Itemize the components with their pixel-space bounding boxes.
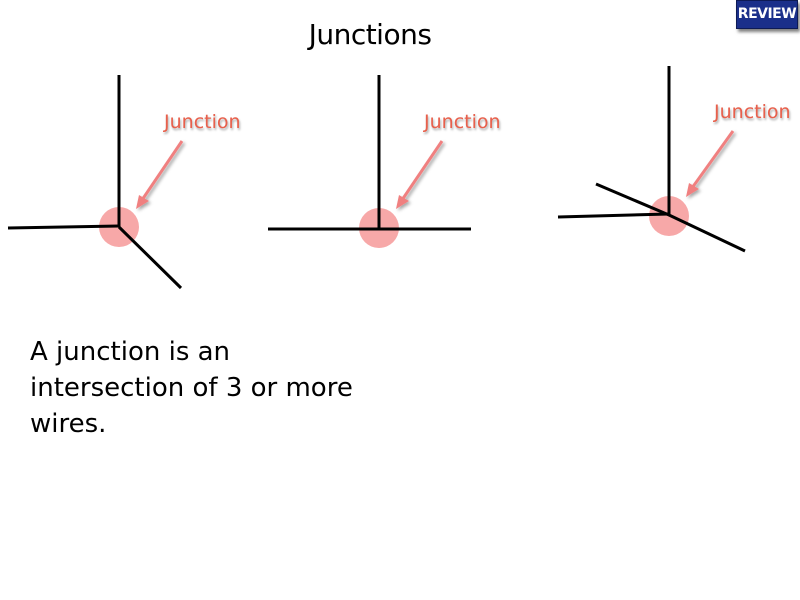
arrow-icon xyxy=(396,140,444,209)
definition-text: A junction is an intersection of 3 or mo… xyxy=(30,337,353,439)
junction-label-2: Junction xyxy=(424,111,501,133)
arrow-icon xyxy=(136,140,184,209)
review-badge: REVIEW xyxy=(736,0,798,29)
junction-diagram-2 xyxy=(268,75,471,248)
junction-diagram-3 xyxy=(557,66,746,253)
wire xyxy=(595,182,670,217)
wire xyxy=(7,224,120,230)
wire xyxy=(117,225,183,290)
junction-label-1: Junction xyxy=(164,111,241,133)
junction-diagram-1 xyxy=(7,75,184,290)
slide-title: Junctions xyxy=(308,18,432,51)
arrow-icon xyxy=(686,130,735,197)
junction-label-3: Junction xyxy=(714,101,791,123)
wire xyxy=(668,213,746,253)
wire xyxy=(557,212,670,219)
